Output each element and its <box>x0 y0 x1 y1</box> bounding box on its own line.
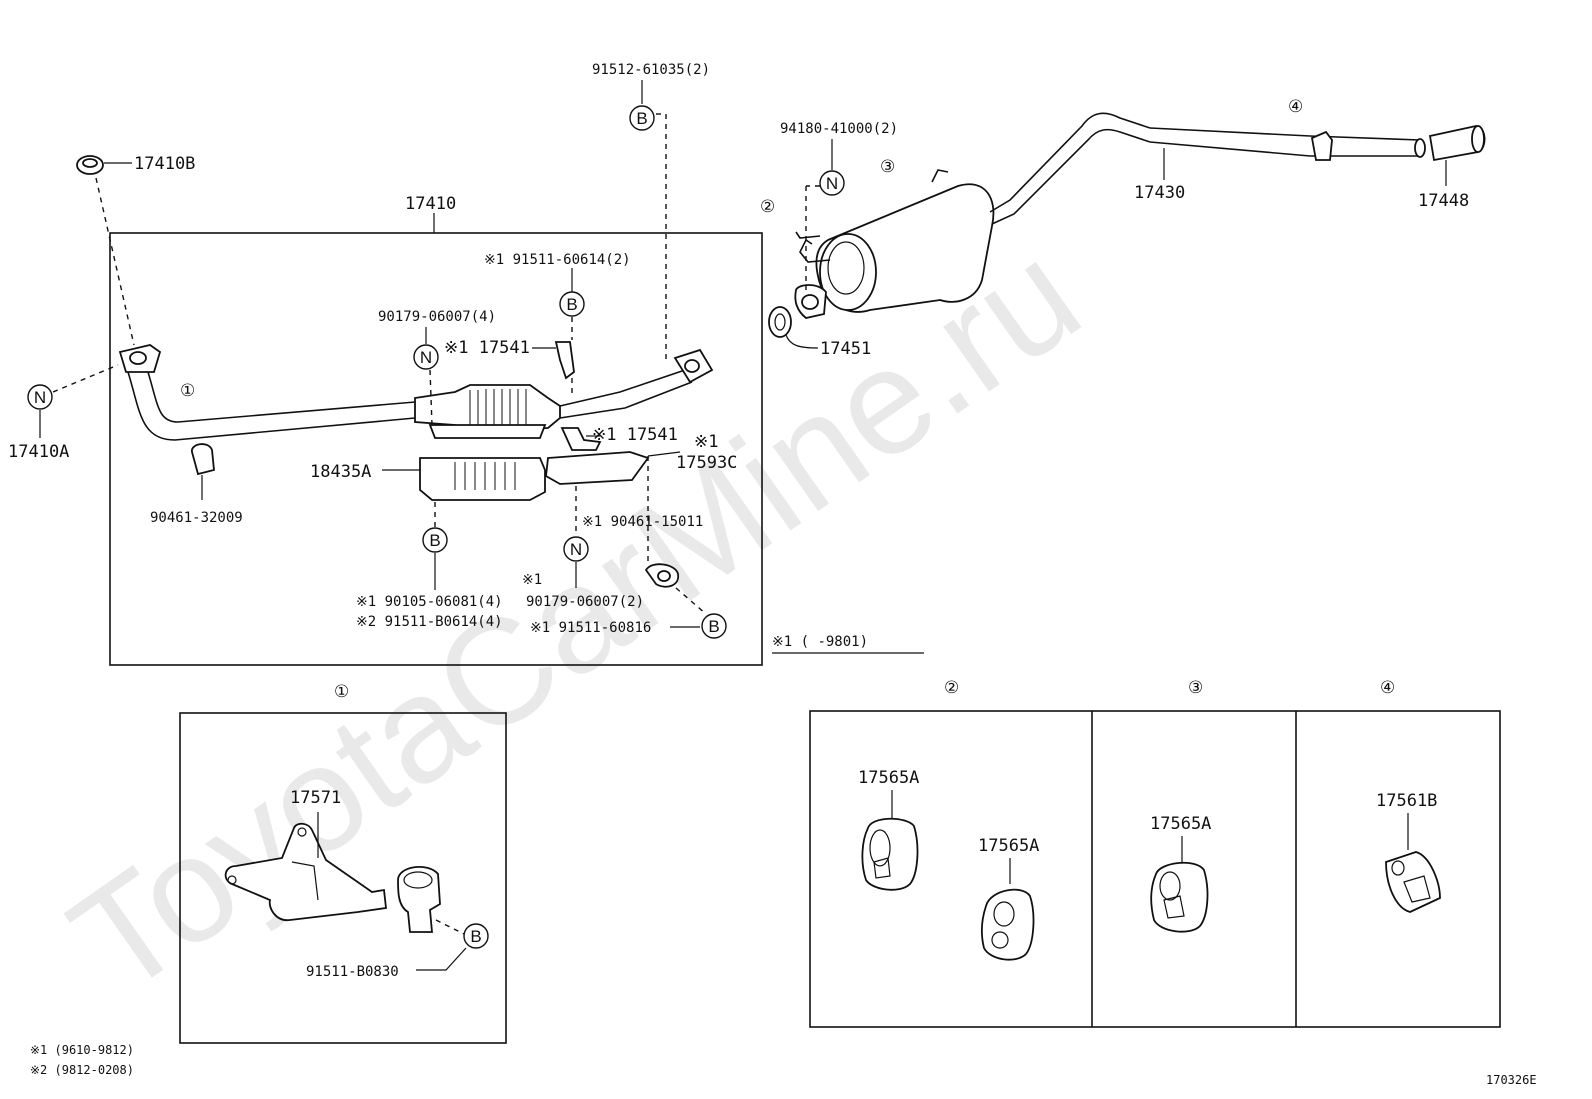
bracket-17541-top: ※1 17541 <box>444 338 575 380</box>
callout-4-tailpipe: ④ <box>1288 97 1303 117</box>
label-91511-b0614: ※2 91511-B0614(4) <box>356 614 503 630</box>
label-17410b: 17410B <box>134 154 195 174</box>
label-91511-b0830: 91511-B0830 <box>306 964 399 980</box>
tail-tip-17448: 17448 <box>1418 125 1486 211</box>
detail-box-hangers: ② ③ ④ 17565A 17565A 17565A 17561B <box>809 678 1501 1028</box>
b-callout-60614: B <box>566 295 577 314</box>
clamp-90461-15011: ※1 90461-15011 <box>575 456 703 588</box>
tail-pipe-17430: ④ 17430 <box>1134 97 1426 203</box>
nut-90179-06007-2: N ※1 90179-06007(2) <box>522 536 644 610</box>
note-17593c: ※1 <box>694 432 718 452</box>
heat-insulator-17593c: ※1 17593C <box>545 432 737 485</box>
label-17448: 17448 <box>1418 191 1469 211</box>
bolt-91511-60816: ※1 91511-60816 B <box>530 587 727 639</box>
label-17451: 17451 <box>820 339 871 359</box>
footnote-1: ※1 (9610-9812) <box>30 1043 134 1057</box>
label-94180-41000: 94180-41000(2) <box>780 121 898 137</box>
label-17410a: 17410A <box>8 442 69 462</box>
label-17565a-2: 17565A <box>978 836 1039 856</box>
clamp-90461-32009: 90461-32009 <box>150 443 243 526</box>
label-17410: 17410 <box>405 194 456 214</box>
gasket-17410b: 17410B <box>76 154 195 346</box>
nut-17410a-callout: N 17410A <box>8 364 119 462</box>
detail-3-header: ③ <box>1188 678 1203 698</box>
range-note: ※1 ( -9801) <box>772 634 924 654</box>
label-17565a-3: 17565A <box>1150 814 1211 834</box>
n-callout-bottom: N <box>570 540 582 559</box>
bracket-17541-mid: ※1 17541 <box>560 425 678 451</box>
b-callout-b0830: B <box>470 927 481 946</box>
b-callout-90105: B <box>429 531 440 550</box>
watermark: ToyotaCarMine.ru <box>42 210 1108 1027</box>
callout-2-muffler: ② <box>760 197 775 217</box>
label-91511-60816: ※1 91511-60816 <box>530 620 651 636</box>
n-callout-muffler: N <box>826 174 838 193</box>
label-18435a: 18435A <box>310 462 371 482</box>
b-callout-61035: B <box>636 109 647 128</box>
label-17430: 17430 <box>1134 183 1185 203</box>
bolt-91512-61035: 91512-61035(2) B <box>592 62 710 360</box>
gasket-17451: 17451 <box>768 306 871 359</box>
nut-94180-41000: 94180-41000(2) N <box>780 121 898 290</box>
heat-insulator-18435a: 18435A <box>310 457 546 501</box>
callout-3-muffler: ③ <box>880 157 895 177</box>
label-17593c: 17593C <box>676 453 737 473</box>
note-90179-06007-2: ※1 <box>522 572 542 588</box>
detail-2-header: ② <box>944 678 959 698</box>
label-91512-61035: 91512-61035(2) <box>592 62 710 78</box>
detail-1-frame <box>179 712 507 1044</box>
label-90461-32009: 90461-32009 <box>150 510 243 526</box>
n-callout-top: N <box>420 348 432 367</box>
label-17565a-1: 17565A <box>858 768 919 788</box>
callout-1-pipe: ① <box>180 381 195 401</box>
front-pipe-assembly-box: 17410 <box>109 194 763 666</box>
hangers-frame <box>809 710 1501 1028</box>
label-17541-top: ※1 17541 <box>444 338 530 358</box>
label-17541-mid: ※1 17541 <box>592 425 678 445</box>
label-90105-06081: ※1 90105-06081(4) <box>356 594 503 610</box>
range-note-text: ※1 ( -9801) <box>772 634 868 650</box>
figure-code: 170326E <box>1486 1073 1537 1087</box>
label-90461-15011: ※1 90461-15011 <box>582 514 703 530</box>
nut-90179-06007-4: 90179-06007(4) N <box>378 309 496 426</box>
footnote-2: ※2 (9812-0208) <box>30 1063 134 1077</box>
detail-4-header: ④ <box>1380 678 1395 698</box>
label-90179-06007-4: 90179-06007(4) <box>378 309 496 325</box>
label-91511-60614: ※1 91511-60614(2) <box>484 252 631 268</box>
n-callout-left: N <box>34 388 46 407</box>
assembly-frame <box>109 232 763 666</box>
bolt-91511-60614: ※1 91511-60614(2) B <box>484 252 631 395</box>
label-17561b: 17561B <box>1376 791 1437 811</box>
center-muffler <box>794 112 1151 319</box>
front-exhaust-pipe <box>118 344 714 441</box>
label-90179-06007-2: 90179-06007(2) <box>526 594 644 610</box>
label-17571: 17571 <box>290 788 341 808</box>
detail-1-header: ① <box>334 682 349 702</box>
bolt-90105-06081: B ※1 90105-06081(4) ※2 91511-B0614(4) <box>356 502 503 630</box>
detail-box-1: ① 17571 B 91511-B0830 <box>179 682 507 1044</box>
b-callout-60816: B <box>708 617 719 636</box>
